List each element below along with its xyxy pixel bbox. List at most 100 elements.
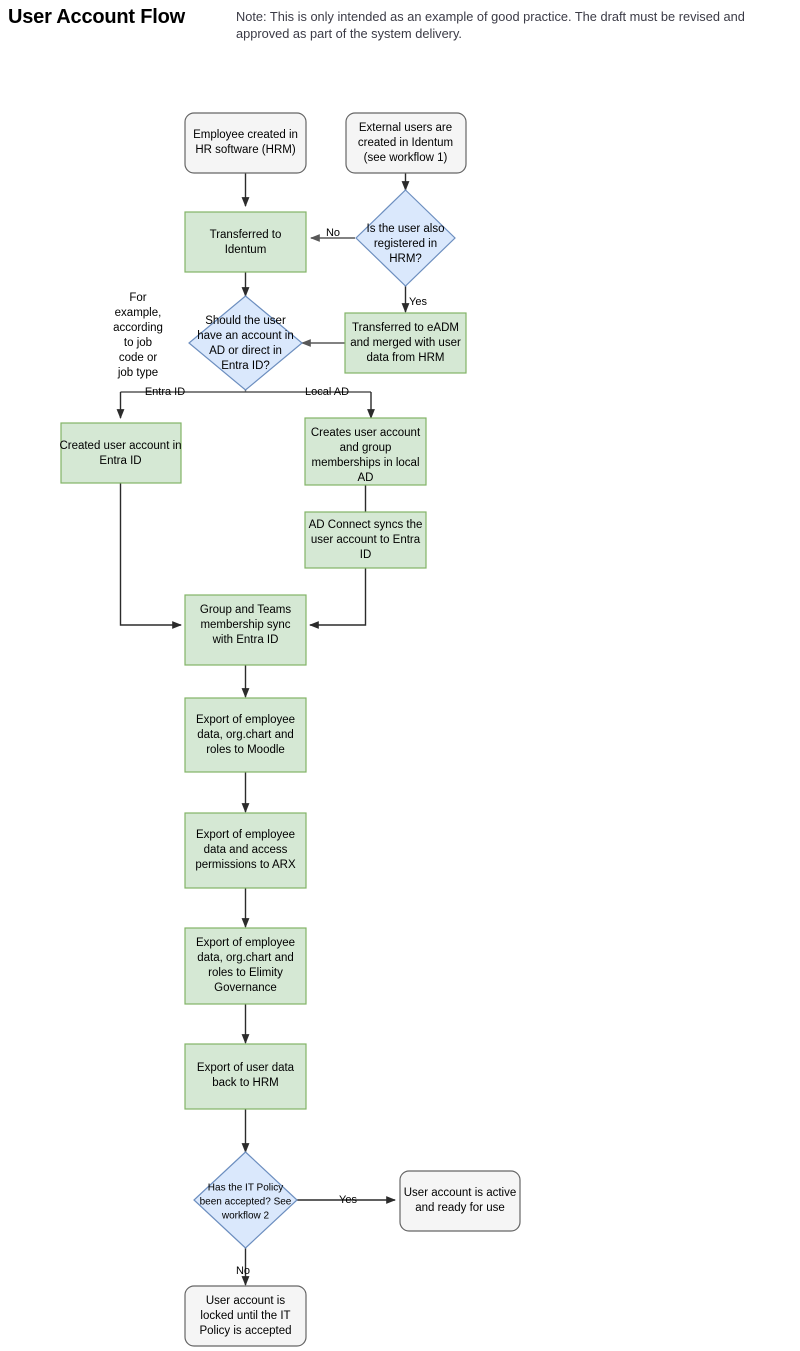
node-export-elimity-line-3: Governance	[214, 982, 277, 994]
node-is-user-registered-hrm-line-0: Is the user also	[367, 223, 445, 235]
node-creates-account-local-ad-line-2: memberships in local	[311, 457, 419, 469]
node-account-locked-line-0: User account is	[206, 1295, 286, 1307]
node-group-teams-sync-shape[interactable]	[184, 594, 307, 666]
node-export-hrm-shape[interactable]	[184, 1043, 307, 1110]
node-account-locked-line-2: Policy is accepted	[199, 1325, 291, 1337]
node-employee-created-line-0: Employee created in	[193, 129, 298, 141]
edge-label-yes-hrm: Yes	[409, 296, 427, 308]
node-export-moodle[interactable]: Export of employee data, org.chart and r…	[184, 697, 307, 773]
node-transferred-eadm[interactable]: Transferred to eADM and merged with user…	[344, 312, 467, 374]
edge-label-yes-policy: Yes	[339, 1194, 357, 1206]
node-account-active-shape[interactable]	[399, 1170, 521, 1232]
node-export-arx-line-2: permissions to ARX	[195, 859, 296, 871]
node-export-arx-line-1: data and access	[204, 844, 288, 856]
job-note-line-2: according	[113, 322, 163, 334]
node-export-hrm[interactable]: Export of user data back to HRM	[184, 1043, 307, 1110]
job-note-line-1: example,	[115, 307, 162, 319]
node-export-elimity[interactable]: Export of employee data, org.chart and r…	[184, 927, 307, 1005]
page-header: User Account Flow Note: This is only int…	[0, 0, 800, 62]
node-export-elimity-line-2: roles to Elimity	[208, 967, 283, 979]
job-note-line-3: to job	[124, 337, 152, 349]
node-account-active-line-1: and ready for use	[415, 1202, 505, 1214]
node-creates-account-local-ad-shape[interactable]	[304, 417, 427, 486]
node-ad-connect-sync-shape[interactable]	[304, 511, 427, 569]
edge-adconnect-to-groupsync	[309, 568, 367, 629]
node-created-account-entra[interactable]: Created user account in Entra ID	[59, 422, 182, 484]
node-external-users-shape[interactable]	[345, 112, 467, 174]
node-export-arx[interactable]: Export of employee data and access permi…	[184, 812, 307, 889]
node-group-teams-sync-line-1: membership sync	[200, 619, 290, 631]
node-group-teams-sync-line-2: with Entra ID	[212, 634, 279, 646]
node-should-user-have-account-line-3: Entra ID?	[221, 360, 270, 372]
node-ad-connect-sync-line-0: AD Connect syncs the	[309, 519, 423, 531]
page-title: User Account Flow	[8, 6, 185, 28]
node-it-policy-accepted-line-0: Has the IT Policy	[208, 1183, 283, 1194]
node-creates-account-local-ad[interactable]: Creates user account and group membershi…	[304, 417, 427, 486]
node-is-user-registered-hrm-line-2: HRM?	[389, 253, 422, 265]
node-export-hrm-line-0: Export of user data	[197, 1062, 295, 1074]
node-should-user-have-account-line-1: have an account in	[197, 330, 294, 342]
node-export-elimity-line-1: data, org.chart and	[197, 952, 294, 964]
node-export-moodle-line-0: Export of employee	[196, 714, 295, 726]
node-export-arx-line-0: Export of employee	[196, 829, 295, 841]
node-created-account-entra-line-1: Entra ID	[99, 455, 141, 467]
node-external-users[interactable]: External users are created in Identum (s…	[345, 112, 467, 174]
node-creates-account-local-ad-line-0: Creates user account	[311, 427, 421, 439]
edge-entra-to-groupsync	[119, 483, 182, 629]
node-account-active[interactable]: User account is active and ready for use	[399, 1170, 521, 1232]
node-transferred-eadm-line-0: Transferred to eADM	[352, 322, 459, 334]
node-transferred-eadm-shape[interactable]	[344, 312, 467, 374]
node-export-elimity-line-0: Export of employee	[196, 937, 295, 949]
node-should-user-have-account[interactable]: Should the user have an account in AD or…	[188, 295, 303, 391]
node-it-policy-accepted[interactable]: Has the IT Policy been accepted? See wor…	[193, 1151, 298, 1249]
node-export-moodle-line-1: data, org.chart and	[197, 729, 294, 741]
node-transferred-identum-shape[interactable]	[184, 211, 307, 273]
node-group-teams-sync-line-0: Group and Teams	[200, 604, 291, 616]
node-export-moodle-line-2: roles to Moodle	[206, 744, 285, 756]
node-ad-connect-sync-line-2: ID	[360, 549, 372, 561]
node-it-policy-accepted-line-1: been accepted? See	[200, 1197, 292, 1208]
node-account-active-line-0: User account is active	[404, 1187, 517, 1199]
node-transferred-identum-line-1: Identum	[225, 244, 267, 256]
node-employee-created[interactable]: Employee created in HR software (HRM)	[184, 112, 307, 174]
node-it-policy-accepted-shape[interactable]	[193, 1151, 298, 1249]
node-export-hrm-line-1: back to HRM	[212, 1077, 278, 1089]
node-transferred-identum-line-0: Transferred to	[210, 229, 282, 241]
node-transferred-identum[interactable]: Transferred to Identum	[184, 211, 307, 273]
node-should-user-have-account-shape[interactable]	[188, 295, 303, 391]
node-ad-connect-sync[interactable]: AD Connect syncs the user account to Ent…	[304, 511, 427, 569]
node-external-users-line-0: External users are	[359, 122, 452, 134]
node-employee-created-line-1: HR software (HRM)	[195, 144, 295, 156]
node-export-moodle-shape[interactable]	[184, 697, 307, 773]
node-employee-created-shape[interactable]	[184, 112, 307, 174]
node-is-user-registered-hrm[interactable]: Is the user also registered in HRM?	[355, 189, 456, 287]
edge-label-local-ad: Local AD	[305, 386, 349, 398]
job-note-line-5: job type	[117, 367, 158, 379]
edge-label-entra-id: Entra ID	[145, 386, 185, 398]
edge-label-no-hrm: No	[326, 227, 340, 239]
node-ad-connect-sync-line-1: user account to Entra	[311, 534, 421, 546]
job-note-line-0: For	[129, 292, 146, 304]
edge-label-no-policy: No	[236, 1265, 250, 1277]
node-should-user-have-account-line-0: Should the user	[205, 315, 286, 327]
node-export-elimity-shape[interactable]	[184, 927, 307, 1005]
node-account-locked-shape[interactable]	[184, 1285, 307, 1347]
node-it-policy-accepted-line-2: workflow 2	[221, 1211, 270, 1222]
node-is-user-registered-hrm-shape[interactable]	[355, 189, 456, 287]
node-transferred-eadm-line-2: data from HRM	[367, 352, 445, 364]
job-note-line-4: code or	[119, 352, 158, 364]
annotation-job-code-note: For example, according to job code or jo…	[113, 292, 163, 379]
node-should-user-have-account-line-2: AD or direct in	[209, 345, 282, 357]
node-created-account-entra-shape[interactable]	[60, 422, 182, 484]
node-export-arx-shape[interactable]	[184, 812, 307, 889]
node-created-account-entra-line-0: Created user account in	[59, 440, 181, 452]
node-group-teams-sync[interactable]: Group and Teams membership sync with Ent…	[184, 594, 307, 666]
node-is-user-registered-hrm-line-1: registered in	[374, 238, 437, 250]
node-account-locked-line-1: locked until the IT	[200, 1310, 290, 1322]
node-external-users-line-1: created in Identum	[358, 137, 453, 149]
node-external-users-line-2: (see workflow 1)	[364, 152, 448, 164]
node-transferred-eadm-line-1: and merged with user	[350, 337, 461, 349]
node-account-locked[interactable]: User account is locked until the IT Poli…	[184, 1285, 307, 1347]
